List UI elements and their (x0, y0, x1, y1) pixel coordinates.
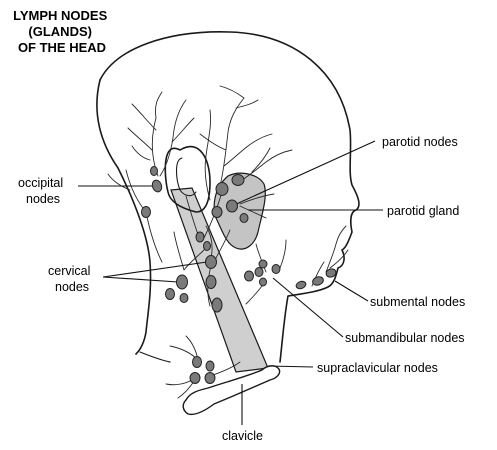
cervical-node (203, 241, 211, 251)
submandibular-node (254, 267, 264, 277)
submandibular-node (271, 264, 281, 274)
label-cervical-nodes: cervical nodes (48, 264, 94, 294)
occipital-node (150, 166, 158, 176)
supraclavicular-node (205, 360, 215, 372)
cervical-node (205, 275, 217, 289)
submandibular-node (244, 270, 254, 282)
cervical-node (176, 274, 188, 290)
label-submandibular-nodes: submandibular nodes (345, 331, 465, 345)
shoulder-outline (139, 351, 171, 363)
cervical-node (165, 288, 175, 300)
clavicle-bone (182, 365, 281, 416)
submandibular-node (258, 259, 268, 269)
cervical-node (179, 293, 189, 303)
ear-outline (164, 145, 211, 213)
supraclavicular-node (189, 372, 201, 384)
lymph-nodes (141, 166, 337, 384)
leader-lines (78, 140, 383, 425)
label-supraclavicular-nodes: supraclavicular nodes (317, 361, 438, 375)
label-parotid-nodes: parotid nodes (382, 135, 458, 149)
submental-node (295, 280, 307, 290)
label-submental-nodes: submental nodes (370, 295, 465, 309)
submental-node (325, 268, 337, 278)
head-outline (99, 31, 360, 363)
label-parotid-gland: parotid gland (387, 204, 459, 218)
back-of-neck-outline (96, 79, 152, 355)
ear-inner-fold (175, 157, 197, 197)
supraclavicular-node (192, 356, 202, 368)
label-occipital-nodes: occipital nodes (18, 176, 67, 206)
label-clavicle: clavicle (222, 429, 263, 443)
parotid-node (211, 206, 223, 218)
parotid-node (226, 199, 238, 213)
occipital-node (141, 206, 151, 218)
cervical-node (211, 297, 223, 313)
parotid-node (215, 182, 229, 196)
occipital-node (151, 179, 163, 193)
diagram-title: LYMPH NODES (GLANDS) OF THE HEAD (13, 8, 111, 55)
parotid-node (239, 213, 249, 223)
cervical-node (205, 255, 217, 269)
supraclavicular-node (204, 372, 216, 384)
submental-node (312, 276, 324, 286)
cervical-node (195, 231, 205, 243)
parotid-node (231, 174, 245, 186)
submandibular-node (259, 277, 267, 287)
